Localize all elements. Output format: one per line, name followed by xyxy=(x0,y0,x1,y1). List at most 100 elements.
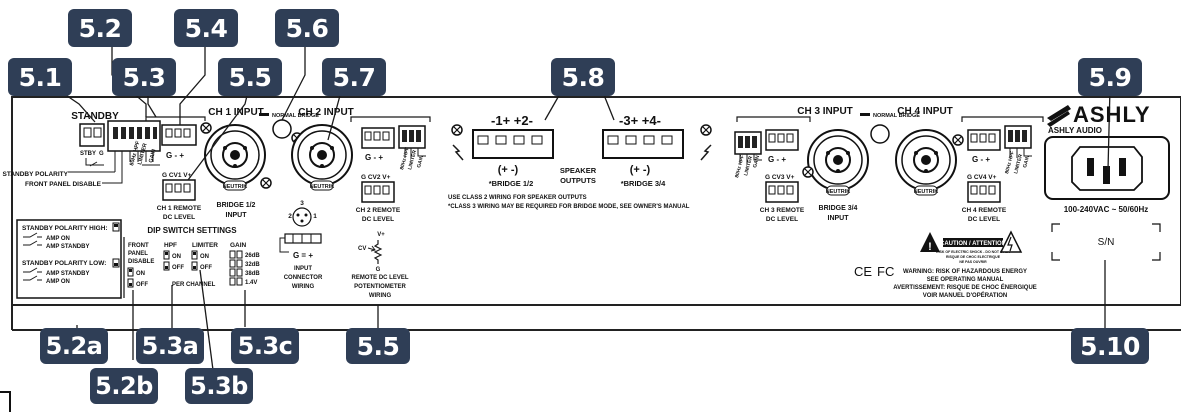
caution-small-1: RISK OF ELECTRIC SHOCK - DO NOT OPEN xyxy=(936,250,1010,254)
ch4-cv-label: G CV4 V+ xyxy=(967,174,997,181)
bridge34-polarity: (+ -) xyxy=(630,164,651,176)
ch4-gain-label: GAIN xyxy=(1022,155,1031,169)
class2-note: USE CLASS 2 WIRING FOR SPEAKER OUTPUTS xyxy=(448,195,587,201)
ch1-remote-label: CH 1 REMOTE xyxy=(157,205,202,212)
ch4-lim-label: LIMITER xyxy=(1013,153,1024,174)
ch2-cv-label: G CV2 V+ xyxy=(361,174,391,181)
callout-5-9: 5.9 xyxy=(1078,58,1142,96)
brand-name: ASHLY xyxy=(1073,102,1151,127)
ch4-combo-jack: NEUTRIK xyxy=(895,129,957,196)
warning-1: WARNING: RISK OF HAZARDOUS ENERGY xyxy=(903,269,1027,275)
fpd-on: ON xyxy=(136,271,145,277)
brand-sub: ASHLY AUDIO xyxy=(1048,126,1102,135)
bridge12-input-sub: INPUT xyxy=(226,212,248,219)
callout-5-2b: 5.2b xyxy=(90,368,158,404)
pot-vplus: V+ xyxy=(377,232,385,238)
gain-32: 32dB xyxy=(245,262,260,268)
callout-5-3: 5.3 xyxy=(112,58,176,96)
stby-label: STBY xyxy=(80,151,96,157)
trs-pin3: 3 xyxy=(300,200,304,207)
front-panel-disable-label: FRONT PANEL DISABLE xyxy=(25,181,102,188)
callout-5-2a: 5.2a xyxy=(40,328,108,364)
ch3-neutrik-label: NEUTRIK xyxy=(826,189,850,195)
limiter-on: ON xyxy=(200,254,209,260)
ch3-dc-level: DC LEVEL xyxy=(766,216,798,223)
fc-mark: FC xyxy=(877,264,894,279)
ce-mark: CE xyxy=(854,264,872,279)
ch3-combo-jack: NEUTRIK xyxy=(807,129,869,196)
ch2-lim-label: LIMITER xyxy=(407,149,418,170)
callout-5-6: 5.6 xyxy=(275,9,339,47)
callout-5-1: 5.1 xyxy=(8,58,72,96)
callout-5-5: 5.5 xyxy=(218,58,282,96)
caution-small-3: NE PAS OUVRIR xyxy=(959,260,987,264)
ch3-remote-label: CH 3 REMOTE xyxy=(760,207,805,214)
standby-label: STANDBY xyxy=(71,111,119,122)
ch1-combo-jack: NEUTRIK xyxy=(204,124,266,191)
pot-g: G xyxy=(376,267,381,273)
ch1-cv-label: G CV1 V+ xyxy=(162,172,192,179)
ch4-dc-level: DC LEVEL xyxy=(968,216,1000,223)
warning-4: VOIR MANUEL D'OPÉRATION xyxy=(923,291,1008,299)
gain-38: 38dB xyxy=(245,271,260,277)
dip-settings-title: DIP SWITCH SETTINGS xyxy=(147,226,237,235)
gain-26: 26dB xyxy=(245,253,260,259)
ch1-input-label: CH 1 INPUT xyxy=(208,107,264,118)
ch2-remote-label: CH 2 REMOTE xyxy=(356,207,401,214)
wiring-label: WIRING xyxy=(292,284,315,290)
input-label: INPUT xyxy=(294,266,312,272)
stby-g-label: G xyxy=(99,151,104,157)
pot-cv: CV xyxy=(358,246,366,252)
ch2-combo-jack: NEUTRIK xyxy=(291,124,353,191)
pot-wiring-label: WIRING xyxy=(369,293,392,299)
speaker-2-label: -3+ +4- xyxy=(619,113,661,128)
sn-label: S/N xyxy=(1098,237,1115,248)
ch2-gain-label: GAIN xyxy=(416,155,425,169)
caution-block: ! CAUTION / ATTENTION RISK OF ELECTRIC S… xyxy=(893,230,1037,299)
callout-5-5-bottom: 5.5 xyxy=(346,328,410,364)
callout-5-3c: 5.3c xyxy=(231,328,299,364)
limiter-off: OFF xyxy=(200,265,212,271)
normal-bridge-switch xyxy=(272,119,292,139)
ch2-dc-level: DC LEVEL xyxy=(362,216,394,223)
sp-low-amp-standby: AMP STANDBY xyxy=(46,271,89,277)
lightning-icon xyxy=(700,144,712,161)
trs-pin1: 1 xyxy=(313,213,317,220)
ch3-g-minus-plus: G - + xyxy=(768,155,786,164)
warning-3: AVERTISSEMENT: RISQUE DE CHOC ÉNERGIQUE xyxy=(893,283,1037,291)
connector-label: CONNECTOR xyxy=(284,275,323,281)
ch1-dc-level: DC LEVEL xyxy=(163,214,195,221)
pot-wiring-diagram: V+ CV G REMOTE DC LEVEL POTENTIOMETER WI… xyxy=(351,232,408,299)
callout-5-3b: 5.3b xyxy=(185,368,253,404)
sp-low-amp-on: AMP ON xyxy=(46,279,70,285)
bridge12-label: *BRIDGE 1/2 xyxy=(489,179,534,188)
ch2-g-minus-plus: G - + xyxy=(365,153,383,162)
hpf-on: ON xyxy=(172,254,181,260)
trs-pin2: 2 xyxy=(288,213,292,220)
gain-14v: 1.4V xyxy=(245,280,257,286)
potentiometer-label: POTENTIOMETER xyxy=(354,284,406,290)
normal-bridge-label: NORMAL BRIDGE xyxy=(272,113,319,119)
hpf-off: OFF xyxy=(172,265,184,271)
bridge12-polarity: (+ -) xyxy=(498,164,519,176)
ch1-neutrik-label: NEUTRIK xyxy=(223,184,247,190)
callout-5-10: 5.10 xyxy=(1071,328,1149,364)
bridge34-input-sub: INPUT xyxy=(828,215,850,222)
bridge34-label: *BRIDGE 3/4 xyxy=(621,179,666,188)
normal-bridge-switch-2 xyxy=(870,124,890,144)
ashly-logo: ASHLY xyxy=(1047,102,1151,127)
callout-5-3a: 5.3a xyxy=(136,328,204,364)
class3-note: *CLASS 3 WIRING MAY BE REQUIRED FOR BRID… xyxy=(448,204,690,210)
per-channel-label: PER CHANNEL xyxy=(172,282,216,288)
voltage-label: 100-240VAC ~ 50/60Hz xyxy=(1064,205,1149,214)
sp-low-label: STANDBY POLARITY LOW: xyxy=(22,260,106,267)
ch3-input-label: CH 3 INPUT xyxy=(797,106,853,117)
lightning-icon xyxy=(452,144,464,161)
bridge34-input-label: BRIDGE 3/4 xyxy=(819,205,858,212)
trs-g-eq: G = + xyxy=(293,251,313,260)
callout-5-4: 5.4 xyxy=(174,9,238,47)
svg-text:!: ! xyxy=(928,241,932,253)
ch4-input-label: CH 4 INPUT xyxy=(897,106,953,117)
